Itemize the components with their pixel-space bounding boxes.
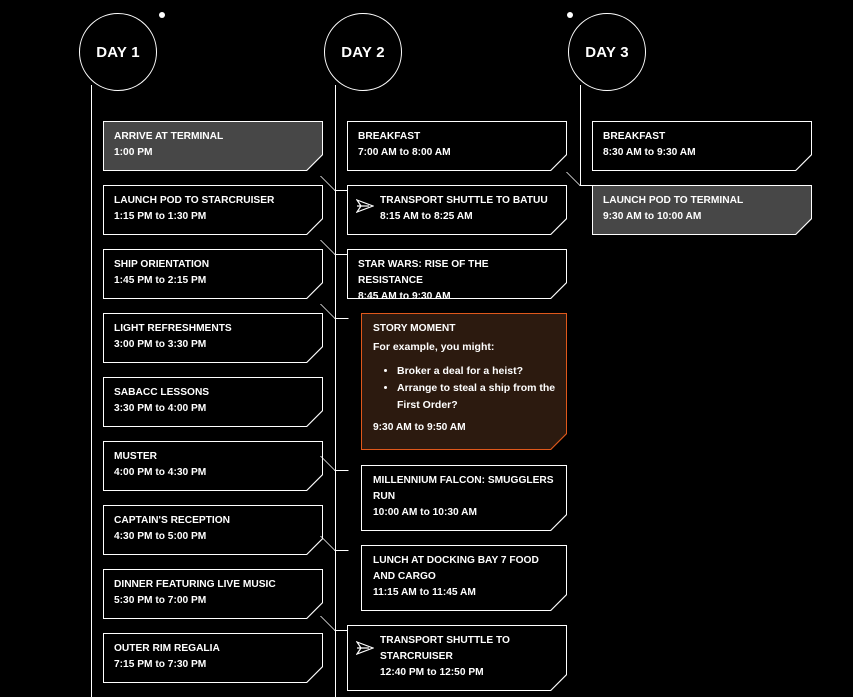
- event-card[interactable]: DINNER FEATURING LIVE MUSIC 5:30 PM to 7:…: [103, 569, 323, 619]
- event-time: 4:30 PM to 5:00 PM: [114, 531, 207, 542]
- event-time: 7:15 PM to 7:30 PM: [114, 659, 207, 670]
- event-time: 3:00 PM to 3:30 PM: [114, 339, 207, 350]
- day-1-header: DAY 1: [79, 13, 157, 91]
- day-3-timeline: [580, 85, 581, 185]
- event-title: LAUNCH POD TO TERMINAL: [603, 195, 744, 206]
- story-moment-card[interactable]: STORY MOMENT For example, you might: Bro…: [361, 313, 567, 450]
- event-card[interactable]: BREAKFAST 7:00 AM to 8:00 AM: [347, 121, 567, 171]
- day-label: DAY 3: [585, 43, 629, 61]
- shuttle-icon: [356, 641, 374, 655]
- day-2-header: DAY 2: [324, 13, 402, 91]
- event-card[interactable]: STAR WARS: RISE OF THE RESISTANCE 8:45 AM…: [347, 249, 567, 299]
- connector-line: [566, 172, 593, 186]
- event-time: 8:30 AM to 9:30 AM: [603, 147, 696, 158]
- event-title: STAR WARS: RISE OF THE RESISTANCE: [358, 259, 489, 286]
- event-time: 9:30 AM to 10:00 AM: [603, 211, 702, 222]
- event-time: 5:30 PM to 7:00 PM: [114, 595, 207, 606]
- event-card[interactable]: LAUNCH POD TO TERMINAL 9:30 AM to 10:00 A…: [592, 185, 812, 235]
- event-time: 12:40 PM to 12:50 PM: [380, 667, 484, 678]
- timeline-dot: [159, 12, 165, 18]
- story-options: Broker a deal for a heist? Arrange to st…: [373, 363, 556, 414]
- event-time: 9:30 AM to 9:50 AM: [373, 422, 466, 433]
- day-label: DAY 1: [96, 43, 140, 61]
- story-subtitle: For example, you might:: [373, 341, 495, 353]
- day-1-timeline: [91, 85, 92, 697]
- event-title: SABACC LESSONS: [114, 387, 210, 398]
- event-time: 1:45 PM to 2:15 PM: [114, 275, 207, 286]
- event-title: ARRIVE AT TERMINAL: [114, 131, 224, 142]
- event-card[interactable]: SHIP ORIENTATION 1:45 PM to 2:15 PM: [103, 249, 323, 299]
- event-title: MILLENNIUM FALCON: SMUGGLERS RUN: [373, 475, 554, 502]
- connector-line: [320, 240, 349, 255]
- event-card[interactable]: SABACC LESSONS 3:30 PM to 4:00 PM: [103, 377, 323, 427]
- event-title: MUSTER: [114, 451, 158, 462]
- event-title: SHIP ORIENTATION: [114, 259, 210, 270]
- event-card[interactable]: TRANSPORT SHUTTLE TO BATUU 8:15 AM to 8:2…: [347, 185, 567, 235]
- connector-line: [320, 616, 349, 631]
- event-time: 8:15 AM to 8:25 AM: [380, 211, 473, 222]
- event-title: DINNER FEATURING LIVE MUSIC: [114, 579, 276, 590]
- event-title: TRANSPORT SHUTTLE TO STARCRUISER: [380, 635, 510, 662]
- event-time: 10:00 AM to 10:30 AM: [373, 507, 477, 518]
- event-time: 11:15 AM to 11:45 AM: [373, 587, 476, 598]
- event-card[interactable]: BREAKFAST 8:30 AM to 9:30 AM: [592, 121, 812, 171]
- connector-line: [320, 304, 349, 319]
- event-title: OUTER RIM REGALIA: [114, 643, 220, 654]
- event-title: CAPTAIN'S RECEPTION: [114, 515, 231, 526]
- event-card[interactable]: ARRIVE AT TERMINAL 1:00 PM: [103, 121, 323, 171]
- event-title: LIGHT REFRESHMENTS: [114, 323, 232, 334]
- story-option: Arrange to steal a ship from the First O…: [397, 380, 556, 414]
- day-2-timeline: [335, 85, 336, 697]
- day-3-header: DAY 3: [568, 13, 646, 91]
- event-time: 7:00 AM to 8:00 AM: [358, 147, 451, 158]
- event-title: STORY MOMENT: [373, 323, 456, 334]
- day-label: DAY 2: [341, 43, 385, 61]
- event-card[interactable]: MILLENNIUM FALCON: SMUGGLERS RUN 10:00 AM…: [361, 465, 567, 531]
- event-time: 3:30 PM to 4:00 PM: [114, 403, 207, 414]
- event-time: 4:00 PM to 4:30 PM: [114, 467, 207, 478]
- connector-line: [320, 536, 349, 551]
- event-card[interactable]: TRANSPORT SHUTTLE TO STARCRUISER 12:40 PM…: [347, 625, 567, 691]
- event-title: BREAKFAST: [603, 131, 666, 142]
- connector-line: [320, 456, 349, 471]
- connector-line: [320, 176, 349, 191]
- event-title: LAUNCH POD TO STARCRUISER: [114, 195, 275, 206]
- shuttle-icon: [356, 199, 374, 213]
- event-title: LUNCH AT DOCKING BAY 7 FOOD AND CARGO: [373, 555, 539, 582]
- event-time: 1:00 PM: [114, 147, 153, 158]
- event-time: 8:45 AM to 9:30 AM: [358, 291, 451, 302]
- event-card[interactable]: CAPTAIN'S RECEPTION 4:30 PM to 5:00 PM: [103, 505, 323, 555]
- story-option: Broker a deal for a heist?: [397, 363, 556, 380]
- event-card[interactable]: LAUNCH POD TO STARCRUISER 1:15 PM to 1:30…: [103, 185, 323, 235]
- event-title: TRANSPORT SHUTTLE TO BATUU: [380, 195, 548, 206]
- event-card[interactable]: OUTER RIM REGALIA 7:15 PM to 7:30 PM: [103, 633, 323, 683]
- timeline-dot: [567, 12, 573, 18]
- event-title: BREAKFAST: [358, 131, 421, 142]
- event-card[interactable]: MUSTER 4:00 PM to 4:30 PM: [103, 441, 323, 491]
- event-time: 1:15 PM to 1:30 PM: [114, 211, 207, 222]
- event-card[interactable]: LUNCH AT DOCKING BAY 7 FOOD AND CARGO 11:…: [361, 545, 567, 611]
- event-card[interactable]: LIGHT REFRESHMENTS 3:00 PM to 3:30 PM: [103, 313, 323, 363]
